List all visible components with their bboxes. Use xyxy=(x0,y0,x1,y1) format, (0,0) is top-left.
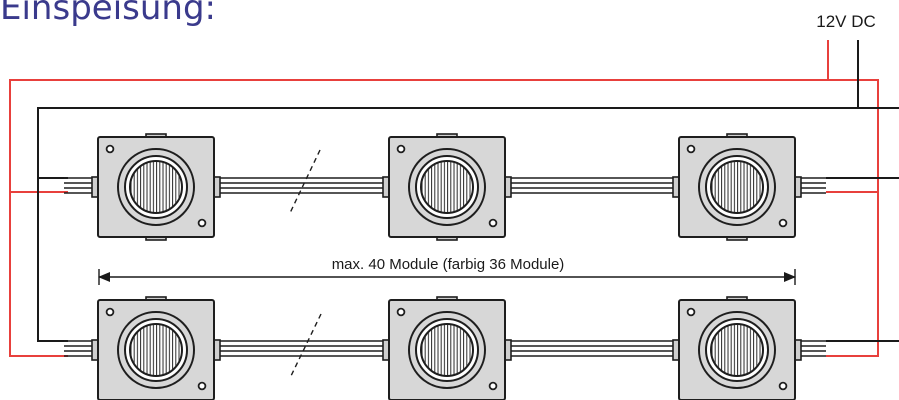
led-module-icon xyxy=(382,133,512,241)
led-module-icon xyxy=(382,296,512,400)
negative-wire xyxy=(37,40,899,342)
led-module-icon xyxy=(91,133,221,241)
break-mark-row-2 xyxy=(289,313,322,379)
heading-label: Einspeisung: xyxy=(0,0,216,28)
power-supply-label: 12V DC xyxy=(816,12,876,31)
led-module-icon xyxy=(91,296,221,400)
ribbon-row-1 xyxy=(64,177,826,194)
led-module-icon xyxy=(672,296,802,400)
led-module-icon xyxy=(672,133,802,241)
wire-bus xyxy=(9,40,899,357)
span-label: max. 40 Module (farbig 36 Module) xyxy=(332,256,565,273)
break-mark-row-1 xyxy=(289,149,321,214)
ribbon-row-2 xyxy=(64,340,826,357)
